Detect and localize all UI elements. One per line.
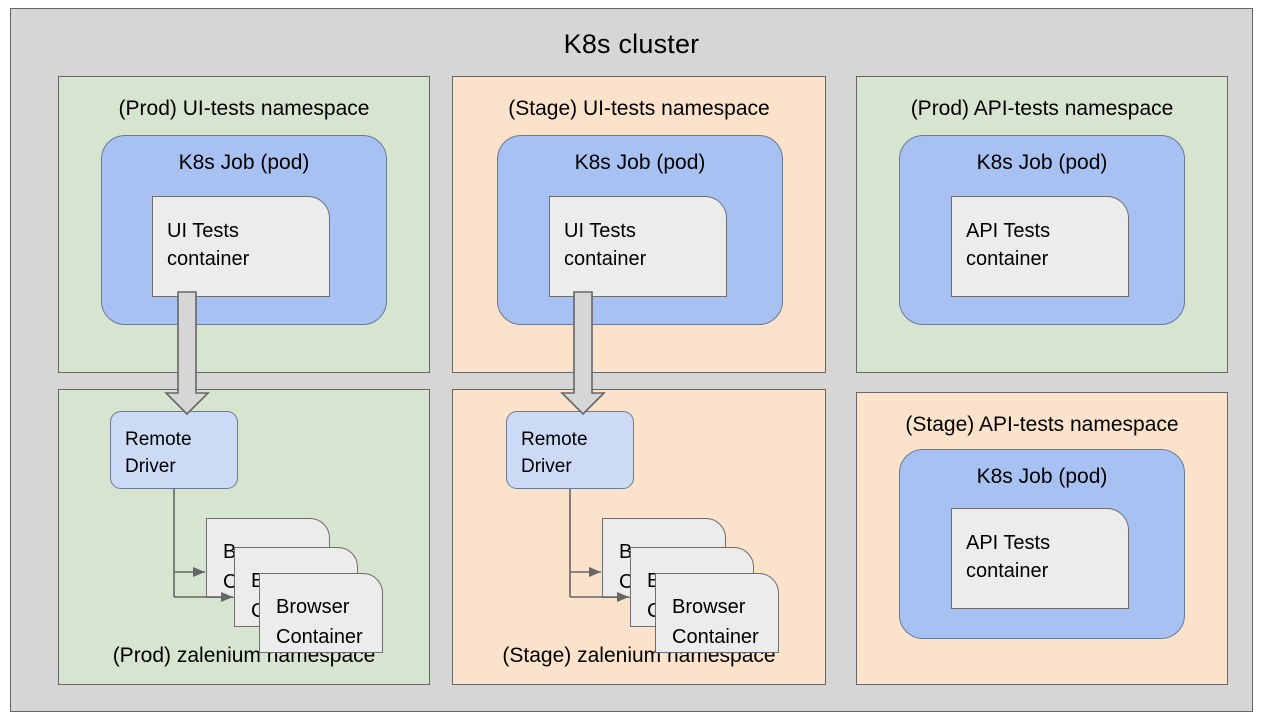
- browser-container-stage-3: Browser Container: [655, 573, 779, 653]
- container-label: API Tests container: [966, 220, 1051, 270]
- container-label: UI Tests container: [167, 220, 250, 270]
- pod-title: K8s Job (pod): [976, 151, 1108, 174]
- pod-title: K8s Job (pod): [976, 465, 1108, 488]
- container-ui-tests-prod: UI Tests container: [152, 196, 330, 297]
- container-label: UI Tests container: [564, 220, 647, 270]
- container-api-tests-prod: API Tests container: [951, 196, 1129, 297]
- container-api-tests-stage: API Tests container: [951, 508, 1129, 609]
- remote-driver-stage: Remote Driver: [506, 411, 634, 489]
- browser-container-label: Browser Container: [672, 596, 759, 648]
- pod-title: K8s Job (pod): [178, 151, 310, 174]
- remote-driver-label: Remote Driver: [125, 429, 192, 477]
- cluster-title: K8s cluster: [563, 29, 700, 59]
- browser-container-label: Browser Container: [276, 596, 363, 648]
- remote-driver-prod: Remote Driver: [110, 411, 238, 489]
- pod-title: K8s Job (pod): [574, 151, 706, 174]
- namespace-title: (Prod) UI-tests namespace: [118, 97, 370, 120]
- container-ui-tests-stage: UI Tests container: [549, 196, 727, 297]
- remote-driver-label: Remote Driver: [521, 429, 588, 477]
- namespace-title: (Stage) UI-tests namespace: [508, 97, 770, 120]
- namespace-title: (Prod) API-tests namespace: [910, 97, 1174, 120]
- browser-container-prod-3: Browser Container: [259, 573, 383, 653]
- namespace-title: (Stage) API-tests namespace: [905, 413, 1179, 436]
- container-label: API Tests container: [966, 532, 1051, 582]
